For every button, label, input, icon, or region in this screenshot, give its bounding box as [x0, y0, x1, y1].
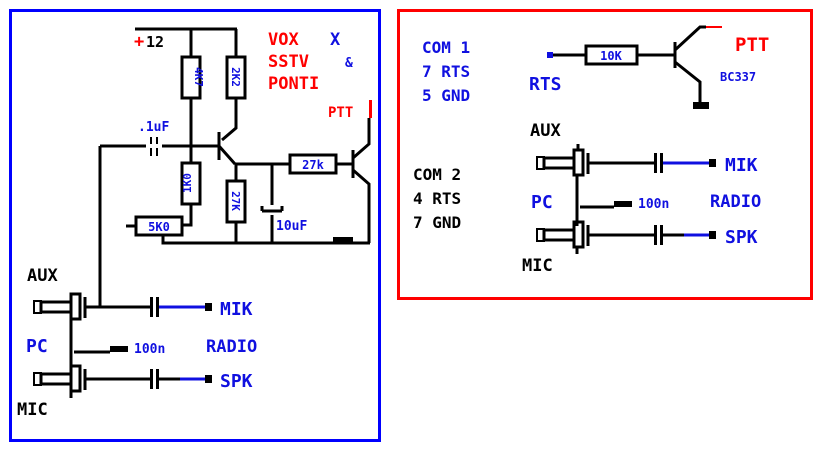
resistor-2k2-label: 2K2	[229, 67, 242, 87]
right-pc-label: PC	[531, 192, 553, 213]
right-aux-label: AUX	[530, 121, 561, 141]
resistor-2k2	[225, 55, 247, 100]
transistor-label: BC337	[720, 70, 756, 84]
left-spk-label: SPK	[220, 371, 253, 392]
resistor-5k0	[134, 215, 184, 237]
title-amp: &	[345, 56, 353, 71]
left-mic-jack	[33, 364, 150, 398]
left-cap-100n-label: 100n	[134, 342, 165, 357]
supply-plus: +	[134, 32, 144, 52]
com2-line3: 7 GND	[413, 213, 461, 232]
resistor-5k0-label: 5K0	[148, 220, 170, 234]
transistor-npn-ptt	[336, 118, 371, 243]
com2-line1: COM 2	[413, 165, 461, 184]
com1-line1: COM 1	[422, 38, 470, 57]
cap-10uf	[260, 206, 284, 243]
left-panel: + 12 VOX X SSTV & PONTI 4K7 2K2 .1uF 1K0…	[9, 9, 381, 442]
resistor-10k-label: 10K	[600, 49, 622, 63]
left-aux-jack	[33, 292, 150, 321]
transistor-bc337	[553, 25, 706, 102]
resistor-10k	[584, 44, 639, 66]
right-mik-label: MIK	[725, 155, 758, 176]
left-panel-border	[9, 9, 381, 442]
resistor-27k-vertical-label: 27K	[229, 191, 242, 211]
resistor-1k0-label: 1K0	[181, 173, 194, 193]
left-radio-label: RADIO	[206, 337, 257, 357]
right-panel-border	[397, 9, 813, 300]
resistor-27k-horizontal-label: 27k	[302, 158, 324, 172]
title-ponti: PONTI	[268, 74, 319, 94]
right-spk-label: SPK	[725, 227, 758, 248]
resistor-27k-vertical	[225, 179, 247, 224]
left-pc-label: PC	[26, 336, 48, 357]
cap-01uf-label: .1uF	[138, 120, 169, 135]
resistor-4k7	[180, 55, 202, 100]
resistor-4k7-label: 4K7	[192, 67, 205, 87]
com2-line2: 4 RTS	[413, 189, 461, 208]
left-aux-label: AUX	[27, 266, 58, 286]
transistor-pnp	[100, 132, 237, 165]
left-mik-label: MIK	[220, 299, 253, 320]
right-radio-label: RADIO	[710, 192, 761, 212]
right-cap-100n-label: 100n	[638, 197, 669, 212]
title-sstv: SSTV	[268, 52, 309, 72]
com1-line2: 7 RTS	[422, 62, 470, 81]
right-mic-label: MIC	[522, 256, 553, 276]
right-mic-jack	[536, 220, 654, 254]
title-vox: VOX	[268, 30, 299, 50]
title-x: X	[330, 30, 341, 50]
right-rts-label: RTS	[529, 74, 562, 95]
right-aux-jack	[536, 144, 654, 177]
left-ptt-label: PTT	[328, 105, 353, 121]
com1-line3: 5 GND	[422, 86, 470, 105]
left-mic-label: MIC	[17, 400, 48, 420]
cap-10uf-label: 10uF	[276, 219, 307, 234]
right-panel: COM 1 7 RTS 5 GND 10K RTS PTT BC337 COM …	[397, 9, 813, 300]
supply-value: 12	[146, 33, 164, 51]
right-ptt-label: PTT	[735, 34, 769, 56]
